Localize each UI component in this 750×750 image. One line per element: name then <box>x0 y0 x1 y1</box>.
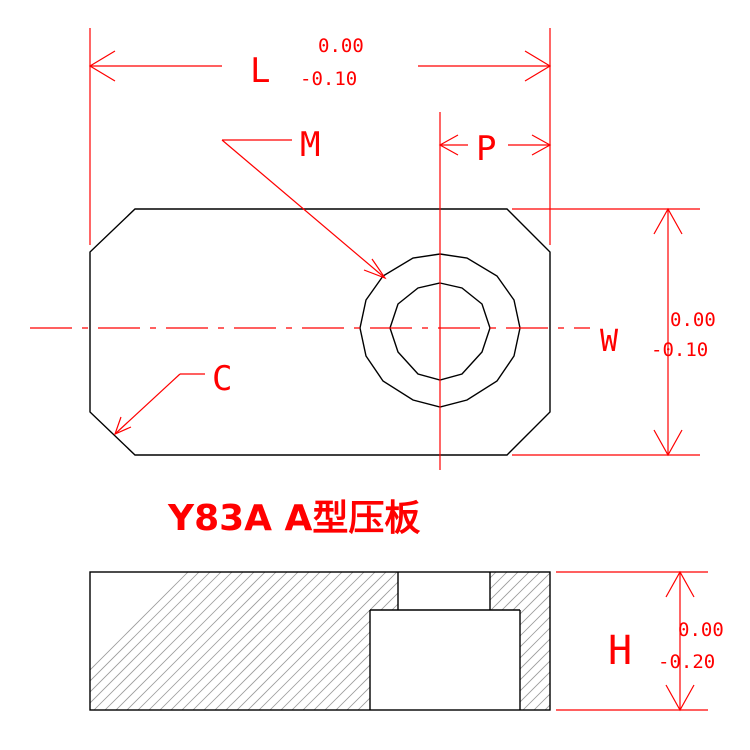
arrowhead <box>524 50 552 82</box>
hatch-line <box>237 572 399 710</box>
leader-line <box>221 139 386 279</box>
hatch-line <box>347 572 509 710</box>
hatch-line <box>171 572 333 710</box>
hatch-line <box>248 572 410 710</box>
hatch-line <box>292 572 454 710</box>
hatch-line <box>391 572 550 710</box>
hatch-line <box>369 572 531 710</box>
dimension-P: P <box>438 129 552 169</box>
leader-line <box>114 373 181 435</box>
hatch-line <box>336 572 498 710</box>
hatch-line <box>380 572 542 710</box>
dimension-symbol: L <box>250 51 270 91</box>
section-outline <box>89 571 551 711</box>
drawing-title: Y83A A型压板 <box>167 498 420 539</box>
hatch-line <box>325 572 487 710</box>
section-view <box>89 571 551 711</box>
hatch-line <box>193 572 355 710</box>
hatch-line <box>259 572 421 710</box>
hatch-line <box>226 572 388 710</box>
dimension-symbol: P <box>476 129 496 169</box>
hatch-line <box>105 572 267 710</box>
plate-outline <box>89 208 551 456</box>
hatch-line <box>94 572 256 710</box>
hatch-line <box>512 572 550 710</box>
hatch-line <box>116 572 278 710</box>
hatch-line <box>149 572 311 710</box>
hatch-line <box>501 572 550 710</box>
hatch-line <box>90 572 212 710</box>
arrowhead <box>113 416 132 436</box>
dimension-symbol: H <box>608 628 632 674</box>
hatch-line <box>303 572 465 710</box>
tolerance-upper: 0.00 <box>670 309 716 331</box>
arrowhead <box>363 258 387 280</box>
arrowhead <box>665 570 695 598</box>
hatch-line <box>204 572 366 710</box>
hatch-line <box>90 572 201 710</box>
dimension-W: W 0.00 -0.10 <box>512 207 716 457</box>
tolerance-lower: -0.10 <box>300 68 357 90</box>
hatch-line <box>90 572 223 710</box>
hatch-line <box>435 572 550 710</box>
leader-symbol: M <box>300 125 320 165</box>
hatch-line <box>468 572 550 710</box>
hatch-line <box>270 572 432 710</box>
hatch-line <box>182 572 344 710</box>
hatch-line <box>424 572 550 710</box>
hatch-line <box>127 572 289 710</box>
dimension-symbol: W <box>600 324 619 359</box>
arrowhead <box>653 429 683 457</box>
tolerance-lower: -0.10 <box>651 339 708 361</box>
tolerance-upper: 0.00 <box>318 35 364 57</box>
hatch-line <box>281 572 443 710</box>
arrowhead <box>665 684 695 712</box>
arrowhead <box>653 207 683 235</box>
section-hatching <box>90 572 550 710</box>
hatch-line <box>314 572 476 710</box>
hatch-line <box>215 572 377 710</box>
hatch-line <box>90 572 234 710</box>
hatch-line <box>138 572 300 710</box>
hatch-line <box>90 572 245 710</box>
hatch-line <box>402 572 550 710</box>
hatch-line <box>457 572 550 710</box>
hatch-line <box>160 572 322 710</box>
leader-C: C <box>113 359 232 436</box>
hatch-line <box>446 572 550 710</box>
dimension-H: H 0.00 -0.20 <box>556 570 724 712</box>
hatch-line <box>523 572 550 710</box>
leader-M: M <box>221 125 387 280</box>
arrowhead <box>531 134 552 156</box>
tolerance-lower: -0.20 <box>658 651 715 673</box>
arrowhead <box>438 134 459 156</box>
leader-symbol: C <box>212 359 232 399</box>
top-view <box>30 112 590 470</box>
hatch-line <box>358 572 520 710</box>
tolerance-upper: 0.00 <box>678 619 724 641</box>
arrowhead <box>88 50 116 82</box>
